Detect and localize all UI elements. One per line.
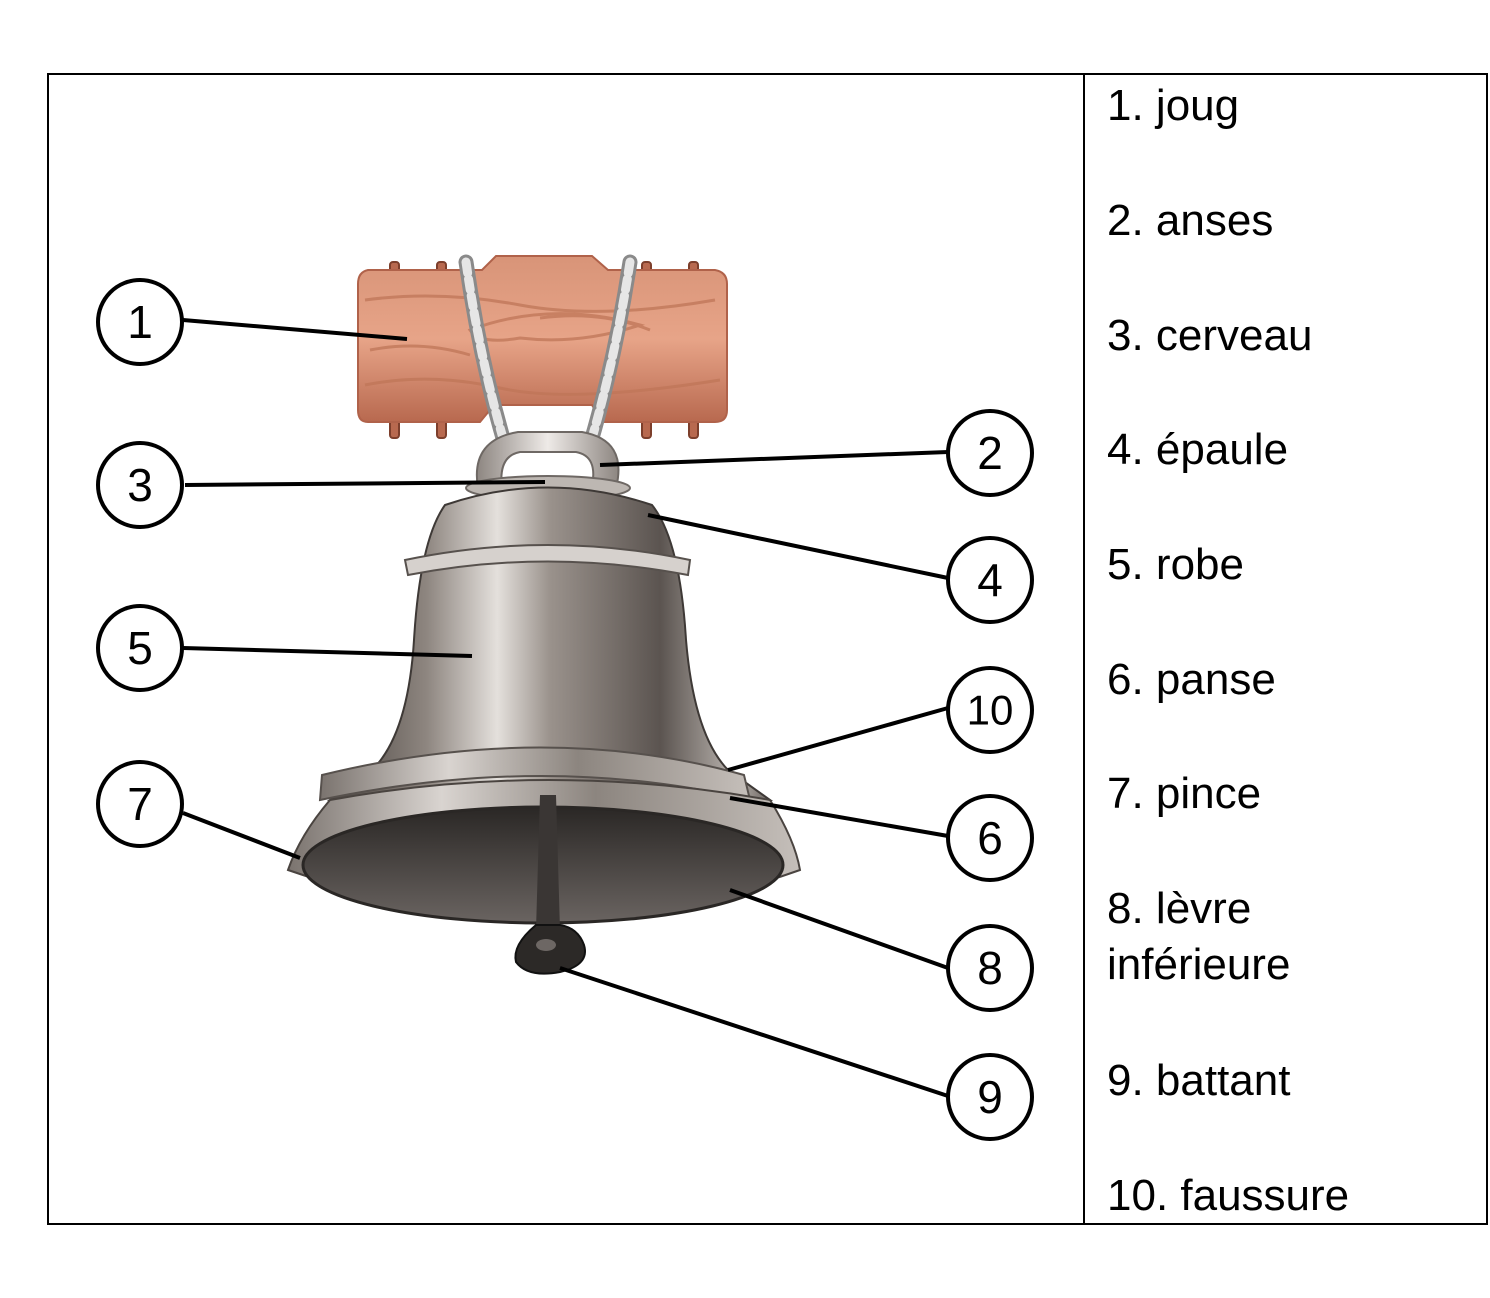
marker-label-4: 4 bbox=[977, 554, 1003, 606]
legend-item-10: 10. faussure bbox=[1107, 1171, 1350, 1220]
marker-label-9: 9 bbox=[977, 1071, 1003, 1123]
legend-item-3: 3. cerveau bbox=[1107, 311, 1313, 360]
leader-lines bbox=[182, 318, 949, 1098]
legend-item-2: 2. anses bbox=[1107, 196, 1274, 245]
marker-4 bbox=[946, 536, 1034, 624]
legend-item-5: 5. robe bbox=[1107, 540, 1244, 589]
number-markers bbox=[96, 278, 1034, 1141]
marker-9 bbox=[946, 1053, 1034, 1141]
legend-item-8: 8. lèvre inférieure bbox=[1107, 881, 1290, 993]
marker-label-5: 5 bbox=[127, 622, 153, 674]
marker-label-3: 3 bbox=[127, 459, 153, 511]
legend-item-8-line2: inférieure bbox=[1107, 940, 1291, 989]
marker-5 bbox=[96, 604, 184, 692]
marker-label-1: 1 bbox=[127, 296, 153, 348]
legend-item-4: 4. épaule bbox=[1107, 425, 1289, 474]
marker-label-7: 7 bbox=[127, 778, 153, 830]
marker-1 bbox=[96, 278, 184, 366]
marker-label-10: 10 bbox=[967, 687, 1014, 734]
legend-item-1: 1. joug bbox=[1107, 81, 1240, 130]
marker-6 bbox=[946, 794, 1034, 882]
marker-2 bbox=[946, 409, 1034, 497]
marker-7 bbox=[96, 760, 184, 848]
legend-item-9: 9. battant bbox=[1107, 1056, 1291, 1105]
legend-divider bbox=[1083, 73, 1085, 1225]
wood-grain bbox=[364, 294, 721, 396]
shoulder-band bbox=[403, 544, 692, 577]
marker-label-8: 8 bbox=[977, 942, 1003, 994]
legend-item-7: 7. pince bbox=[1107, 769, 1262, 818]
diagram-frame bbox=[47, 73, 1488, 1225]
legend-item-8-line1: 8. lèvre bbox=[1107, 884, 1252, 933]
marker-3 bbox=[96, 441, 184, 529]
clapper-highlight bbox=[536, 939, 556, 951]
marker-8 bbox=[946, 924, 1034, 1012]
marker-10 bbox=[946, 666, 1034, 754]
legend-item-6: 6. panse bbox=[1107, 655, 1276, 704]
number-labels: 1 3 5 7 2 4 10 6 8 9 bbox=[127, 296, 1013, 1123]
bell bbox=[286, 486, 802, 975]
marker-label-6: 6 bbox=[977, 812, 1003, 864]
marker-label-2: 2 bbox=[977, 427, 1003, 479]
yoke bbox=[357, 255, 728, 439]
clapper-rod bbox=[536, 795, 560, 930]
ropes bbox=[458, 254, 638, 453]
